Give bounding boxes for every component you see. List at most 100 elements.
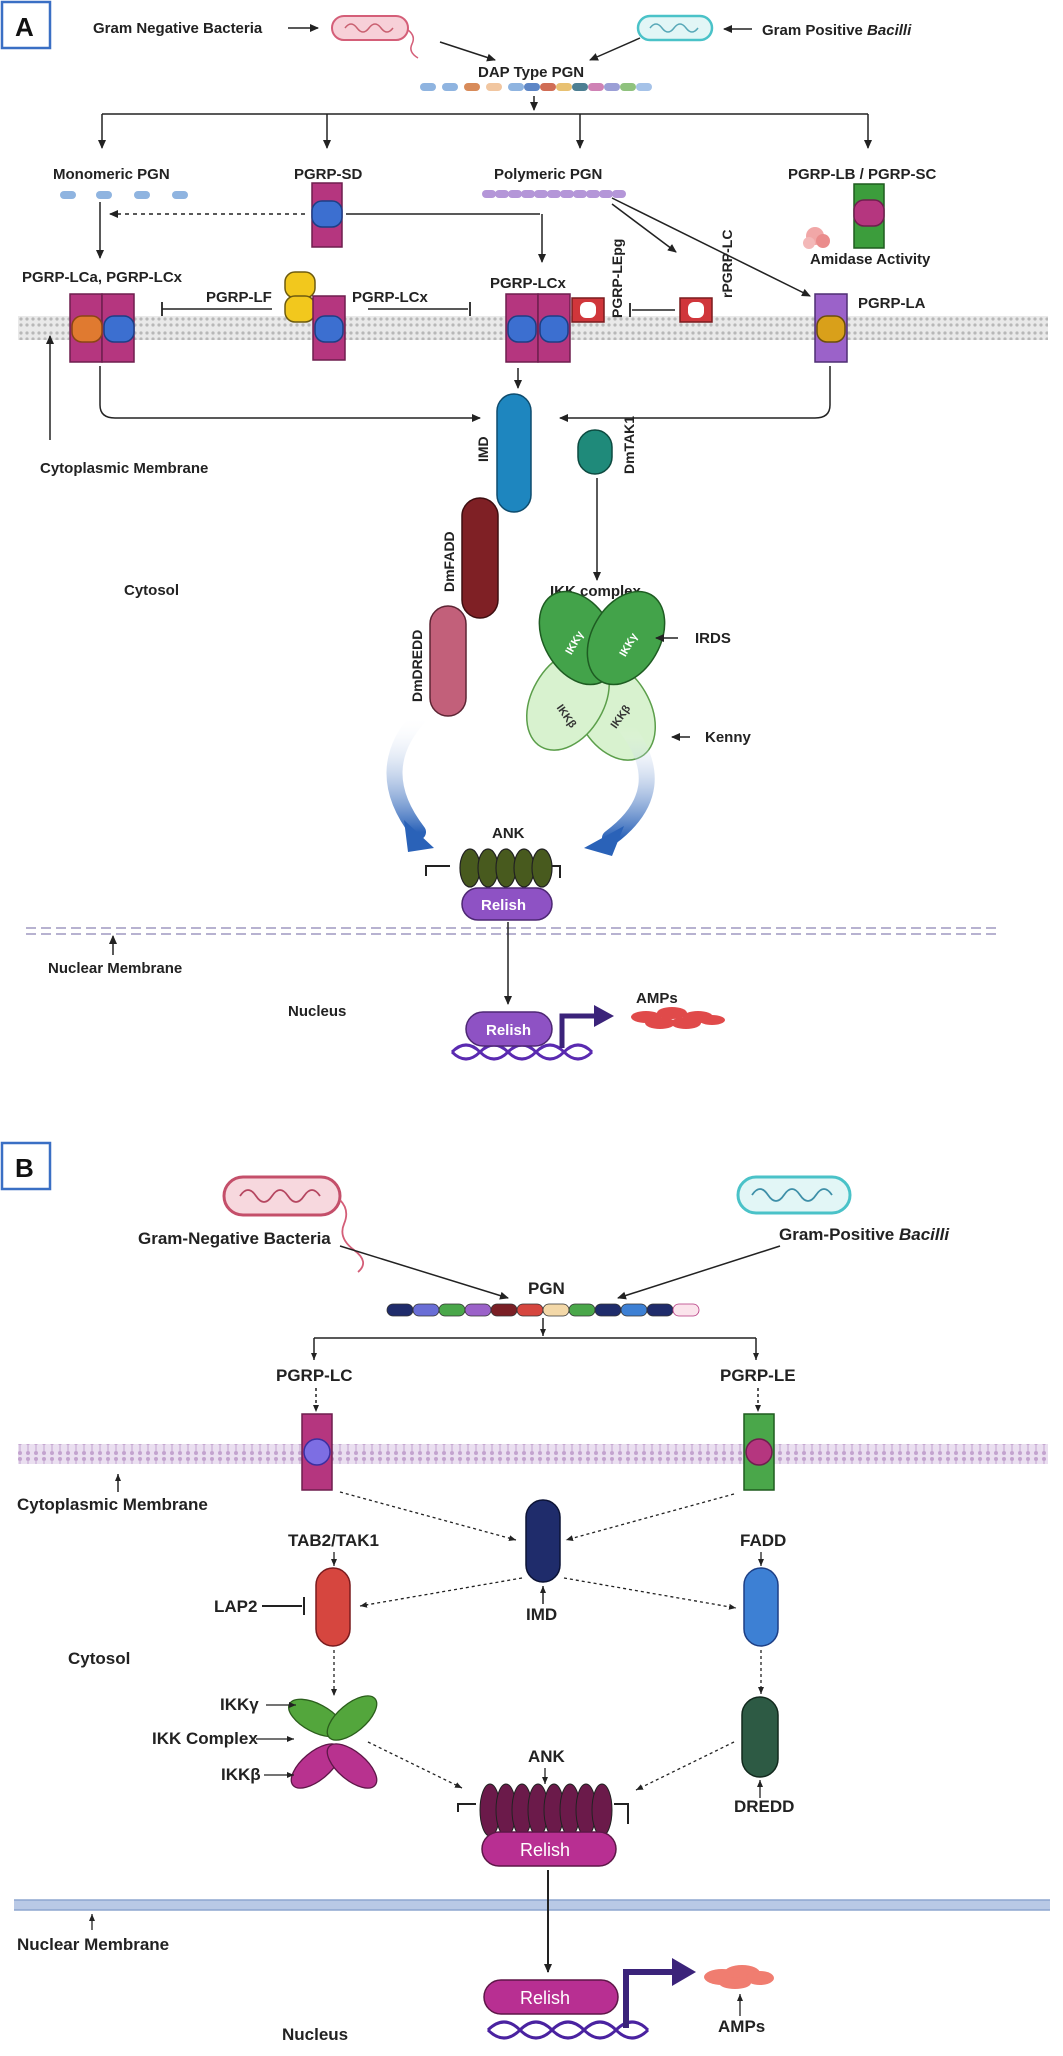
- dna-b: [486, 2020, 650, 2040]
- polymeric-pgn-label: Polymeric PGN: [494, 166, 602, 183]
- pgrp-la-label: PGRP-LA: [858, 295, 926, 312]
- dmfadd-label: DmFADD: [441, 531, 457, 592]
- dredd-protein: [741, 1696, 779, 1778]
- ikk-gamma-label-b: IKKγ: [220, 1695, 259, 1714]
- panel-b-letter: B: [15, 1153, 34, 1183]
- relish-label-b: Relish: [520, 1840, 570, 1860]
- relish-nuclear-label-b: Relish: [520, 1988, 570, 2008]
- ikk-beta-label-b: IKKβ: [221, 1765, 261, 1784]
- ank-repeats-b: [457, 1783, 629, 1837]
- ikk-complex-a: IKKγ IKKγ IKKβ IKKβ: [526, 590, 666, 761]
- pgn-label-b: PGN: [528, 1279, 565, 1298]
- gram-negative-bacterium-b: [222, 1175, 364, 1273]
- dna-a: [450, 1043, 594, 1061]
- gram-negative-bacterium-a: [331, 15, 419, 59]
- relish-nuclear-a: Relish: [465, 1011, 553, 1047]
- ikk-complex-b: [288, 1695, 378, 1789]
- panel-b: B Gram-Negative Bacteria Gram-Positive B…: [0, 1141, 1050, 2044]
- panel-b-label-box: [0, 1141, 52, 1191]
- nuclear-membrane-a: [26, 927, 1000, 935]
- kenny-label: Kenny: [705, 729, 752, 746]
- pgn-chain-b: [386, 1303, 700, 1317]
- panel-a: A Gram Negative Bacteria Gram Positive B…: [0, 0, 1048, 1061]
- pgrp-lcx-inhibition-label: PGRP-LCx: [352, 289, 429, 306]
- pgrp-lepg-label: PGRP-LEpg: [609, 239, 625, 318]
- dmdredd-protein: [429, 605, 467, 717]
- ank-repeats-a: [425, 848, 561, 888]
- rpgrp-lc-label: rPGRP-LC: [719, 230, 735, 298]
- ikk-complex-label-b: IKK Complex: [152, 1729, 258, 1748]
- relish-b: Relish: [481, 1831, 617, 1867]
- pgrp-lcx-label: PGRP-LCx: [490, 275, 567, 292]
- monomeric-pgn: [60, 191, 188, 199]
- pgrp-lcx-receptor: [505, 293, 571, 363]
- pgrp-la-receptor: [814, 293, 848, 363]
- panel-a-label-box: [0, 0, 52, 50]
- gram-positive-bacillus-b: [736, 1175, 852, 1215]
- relish-label-a: Relish: [481, 897, 526, 914]
- pgrp-sd-receptor: [311, 182, 343, 248]
- gram-negative-label-a: Gram Negative Bacteria: [93, 20, 263, 37]
- gram-positive-bacillus-a: [636, 14, 714, 42]
- gram-negative-label-b: Gram-Negative Bacteria: [138, 1229, 331, 1248]
- pgrp-lb-sc-receptor: [853, 183, 885, 249]
- nucleus-label-a: Nucleus: [288, 1003, 346, 1020]
- amidase-blob: [803, 227, 830, 249]
- amidase-activity-label: Amidase Activity: [810, 251, 931, 268]
- pgrp-lca-lcx-receptor: [69, 293, 135, 363]
- cytosol-label-a: Cytosol: [124, 582, 179, 599]
- imd-label-a: IMD: [475, 436, 491, 462]
- pgrp-lb-sc-label: PGRP-LB / PGRP-SC: [788, 166, 937, 183]
- pgrp-lepg-receptor: [571, 297, 605, 323]
- cytoplasmic-membrane-b: [18, 1444, 1048, 1464]
- pgrp-lf-label: PGRP-LF: [206, 289, 272, 306]
- dmtak1-label: DmTAK1: [621, 416, 637, 474]
- swirl-arrow-left: [386, 708, 428, 840]
- polymeric-pgn: [482, 190, 626, 198]
- nuclear-membrane-b: [14, 1899, 1050, 1911]
- pgrp-le-receptor-b: [743, 1413, 775, 1491]
- lap2-label: LAP2: [214, 1597, 257, 1616]
- amps-b: [704, 1965, 774, 1989]
- irds-label: IRDS: [695, 630, 731, 647]
- gram-positive-label-a: Gram Positive Bacilli: [762, 22, 912, 39]
- relish-a: Relish: [461, 887, 553, 921]
- relish-nuclear-b: Relish: [483, 1979, 619, 2015]
- panel-a-letter: A: [15, 12, 34, 42]
- pgrp-le-label-b: PGRP-LE: [720, 1366, 796, 1385]
- dmdredd-label: DmDREDD: [409, 630, 425, 702]
- imd-protein-b: [525, 1499, 561, 1583]
- ank-label-a: ANK: [492, 825, 525, 842]
- dap-pgn-chain: [420, 83, 652, 91]
- amps-a: [631, 1007, 725, 1029]
- gram-positive-label-b: Gram-Positive Bacilli: [779, 1225, 950, 1244]
- nucleus-label-b: Nucleus: [282, 2025, 348, 2044]
- pgrp-sd-label: PGRP-SD: [294, 166, 363, 183]
- pgrp-lc-receptor-b: [301, 1413, 333, 1491]
- relish-nuclear-label-a: Relish: [486, 1022, 531, 1039]
- cytoplasmic-membrane-label-a: Cytoplasmic Membrane: [40, 460, 208, 477]
- dmfadd-protein: [461, 497, 499, 619]
- amps-label-a: AMPs: [636, 990, 678, 1007]
- cytoplasmic-membrane-label-b: Cytoplasmic Membrane: [17, 1495, 208, 1514]
- amps-label-b: AMPs: [718, 2017, 765, 2036]
- monomeric-pgn-label: Monomeric PGN: [53, 166, 170, 183]
- cytosol-label-b: Cytosol: [68, 1649, 130, 1668]
- dredd-label: DREDD: [734, 1797, 794, 1816]
- tab2-tak1-label: TAB2/TAK1: [288, 1531, 379, 1550]
- dap-pgn-label: DAP Type PGN: [478, 64, 584, 81]
- dmtak1-protein: [577, 429, 613, 475]
- rpgrp-lc-receptor: [679, 297, 713, 323]
- tab2-tak1-protein: [315, 1567, 351, 1647]
- pgrp-lca-lcx-label: PGRP-LCa, PGRP-LCx: [22, 269, 183, 286]
- fadd-protein: [743, 1567, 779, 1647]
- fadd-label: FADD: [740, 1531, 786, 1550]
- imd-label-b: IMD: [526, 1605, 557, 1624]
- transcription-arrow-a: [559, 1013, 596, 1048]
- nuclear-membrane-label-a: Nuclear Membrane: [48, 960, 182, 977]
- imd-protein-a: [496, 393, 532, 513]
- pgrp-lf-receptor: [284, 271, 346, 361]
- nuclear-membrane-label-b: Nuclear Membrane: [17, 1935, 169, 1954]
- pgrp-lc-label-b: PGRP-LC: [276, 1366, 353, 1385]
- ank-label-b: ANK: [528, 1747, 566, 1766]
